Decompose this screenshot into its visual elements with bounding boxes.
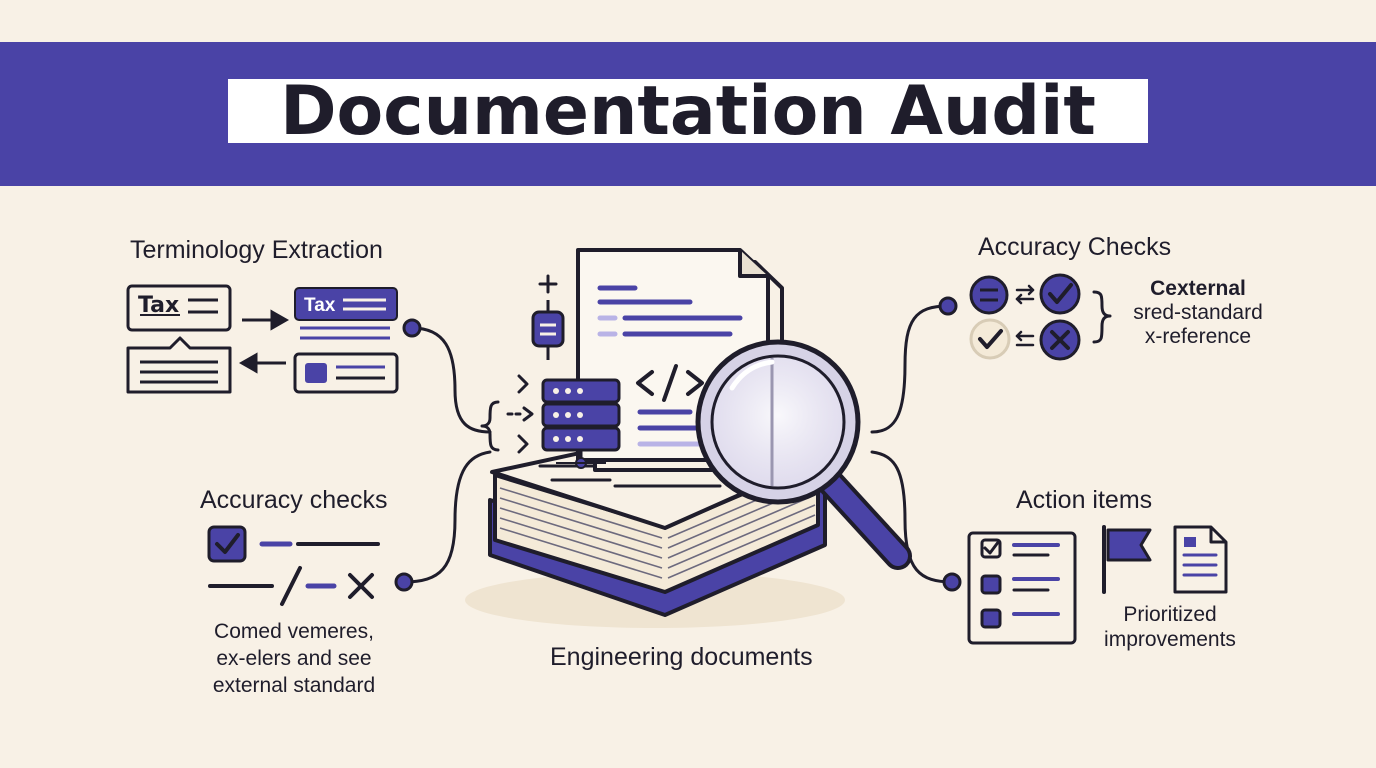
check-icon <box>969 318 1011 360</box>
plus-icon <box>538 274 558 294</box>
entry-card-right <box>293 352 399 394</box>
accuracy-left-caption-line: Comed vemeres, <box>214 620 374 643</box>
accuracy-right-label-line: sred-standard <box>1133 301 1263 324</box>
accuracy-right-heading: Accuracy Checks <box>978 233 1172 261</box>
checklist-icon <box>967 531 1077 645</box>
flag-icon <box>1102 525 1152 594</box>
tax-card-right <box>294 287 398 340</box>
check-circle-icon <box>1039 273 1081 315</box>
accuracy-right-labels: Cexternal sred-standard x-reference <box>1118 277 1278 349</box>
connector-dots <box>394 296 962 592</box>
tax-card-left <box>126 284 232 332</box>
title-highlight <box>228 79 1148 143</box>
brace-icon <box>1092 290 1112 344</box>
accuracy-right-label-line: x-reference <box>1144 325 1252 348</box>
accuracy-left-caption: Comed vemeres, ex-elers and see external… <box>180 618 408 699</box>
arrow-left-icon <box>238 352 286 374</box>
cross-icon <box>348 573 374 599</box>
accuracy-right-label-bold: Cexternal <box>1150 277 1246 300</box>
tax-tag-left: Tax <box>138 293 179 318</box>
action-items-heading: Action items <box>1016 486 1153 514</box>
accuracy-left-heading: Accuracy checks <box>200 486 388 514</box>
document-icon <box>1173 525 1228 594</box>
accuracy-left-caption-line: ex-elers and see <box>216 647 372 670</box>
center-caption: Engineering documents <box>550 643 813 671</box>
server-icon <box>541 378 621 469</box>
arrow-right-icon <box>242 309 290 331</box>
connector-lines <box>402 304 954 584</box>
equal-circle-icon <box>969 275 1009 315</box>
terminology-heading: Terminology Extraction <box>130 236 383 264</box>
dash-lines <box>208 541 380 606</box>
x-circle-icon <box>1039 319 1081 361</box>
exchange-icon <box>1015 284 1035 347</box>
code-icon <box>636 364 704 402</box>
accuracy-left-caption-line: external standard <box>212 674 376 697</box>
database-pill-icon <box>531 300 565 360</box>
action-items-caption-line: improvements <box>1104 628 1236 651</box>
checkbox-icon <box>207 525 247 563</box>
page-title: Documentation Audit <box>280 72 1096 151</box>
magnifier-icon <box>695 339 912 570</box>
bracket-arrows-icon <box>480 374 534 454</box>
action-items-caption-line: Prioritized <box>1123 603 1217 626</box>
text-card-left <box>126 336 232 394</box>
action-items-caption: Prioritized improvements <box>1086 602 1254 652</box>
tax-tag-right: Tax <box>304 295 336 316</box>
